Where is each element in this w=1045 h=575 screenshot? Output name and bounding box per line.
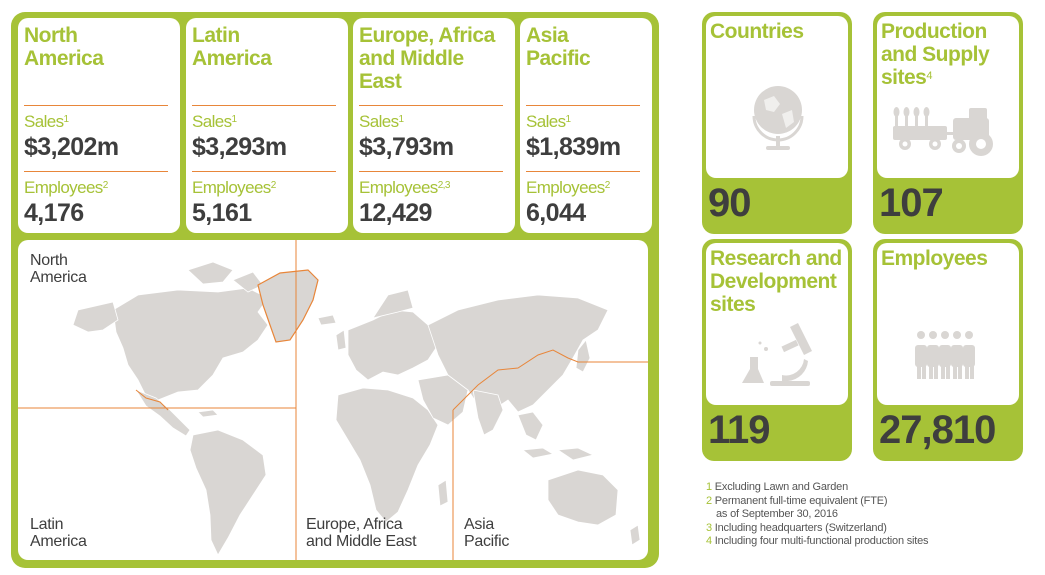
employees-value: 6,044	[526, 199, 586, 227]
arctic-islands	[187, 261, 264, 293]
divider	[359, 171, 503, 172]
sales-value: $3,793m	[359, 133, 454, 161]
microscope-icon	[742, 323, 812, 386]
central-america-land	[135, 389, 191, 437]
land-masses	[72, 261, 641, 556]
footnotes: 1 Excluding Lawn and Garden 2 Permanent …	[706, 481, 1036, 549]
stat-title: Employees	[881, 247, 988, 270]
region-card-asia-pacific: Asia Pacific Sales1 $1,839m Employees2 6…	[520, 18, 652, 233]
world-map: North America Latin America Europe, Afri…	[18, 240, 648, 560]
footnote: 4 Including four multi-functional produc…	[706, 535, 929, 547]
employees-value: 4,176	[24, 199, 84, 227]
sales-value: $3,293m	[192, 133, 287, 161]
tractor-icon	[893, 107, 993, 156]
globe-icon	[752, 86, 804, 150]
stat-card-inner	[706, 243, 848, 405]
footnote: 3 Including headquarters (Switzerland)	[706, 521, 887, 534]
sales-label: Sales1	[359, 112, 404, 131]
region-name: Asia Pacific	[526, 24, 591, 70]
footnote: 2 Permanent full-time equivalent (FTE)	[706, 494, 888, 507]
stat-countries: Countries 90	[702, 12, 852, 234]
stat-card-inner	[877, 16, 1019, 178]
stat-value: 107	[879, 181, 944, 225]
divider	[526, 105, 640, 106]
india-land	[472, 389, 504, 436]
map-label-asia-pacific: Asia Pacific	[464, 516, 510, 550]
stat-title: Research and Development sites	[710, 247, 842, 316]
region-name: Europe, Africa and Middle East	[359, 24, 495, 93]
stat-production-sites: Production and Supply sites4 107	[873, 12, 1023, 234]
south-america-land	[189, 429, 267, 556]
divider	[359, 105, 503, 106]
employees-label: Employees2	[526, 178, 610, 197]
world-map-graphic	[18, 240, 648, 560]
footnote: as of September 30, 2016	[716, 508, 838, 520]
sales-value: $3,202m	[24, 133, 119, 161]
divider	[24, 171, 168, 172]
map-label-emea: Europe, Africa and Middle East	[306, 516, 417, 550]
stat-value: 27,810	[879, 408, 996, 452]
africa-land	[335, 387, 439, 523]
map-label-latin-america: Latin America	[30, 516, 87, 550]
employees-label: Employees2	[192, 178, 276, 197]
sales-label: Sales1	[526, 112, 571, 131]
sales-label: Sales1	[24, 112, 69, 131]
footnote: 1 Excluding Lawn and Garden	[706, 481, 848, 493]
stat-value: 90	[708, 181, 751, 225]
divider	[192, 105, 336, 106]
stat-employees: Employees 27,810	[873, 239, 1023, 461]
people-icon	[915, 331, 975, 379]
region-name: Latin America	[192, 24, 272, 70]
employees-label: Employees2,3	[359, 178, 450, 197]
divider	[192, 171, 336, 172]
map-label-north-america: North America	[30, 252, 87, 286]
divider	[24, 105, 168, 106]
sales-label: Sales1	[192, 112, 237, 131]
greenland-land	[257, 269, 319, 343]
europe-land	[347, 309, 439, 381]
region-name: North America	[24, 24, 104, 70]
region-divider-lines	[18, 240, 648, 560]
divider	[526, 171, 640, 172]
region-card-north-america: North America Sales1 $3,202m Employees2 …	[18, 18, 180, 233]
employees-label: Employees2	[24, 178, 108, 197]
asia-land	[427, 294, 609, 413]
stat-value: 119	[708, 408, 771, 452]
stat-title: Countries	[710, 20, 804, 43]
stat-rd-sites: Research and Development sites 119	[702, 239, 852, 461]
australia-land	[547, 469, 619, 526]
alaska-land	[72, 301, 119, 333]
region-card-latin-america: Latin America Sales1 $3,293m Employees2 …	[186, 18, 348, 233]
employees-value: 5,161	[192, 199, 252, 227]
stat-title: Production and Supply sites4	[881, 20, 990, 89]
sales-value: $1,839m	[526, 133, 621, 161]
employees-value: 12,429	[359, 199, 432, 227]
north-america-land	[112, 287, 269, 401]
region-card-emea: Europe, Africa and Middle East Sales1 $3…	[353, 18, 515, 233]
